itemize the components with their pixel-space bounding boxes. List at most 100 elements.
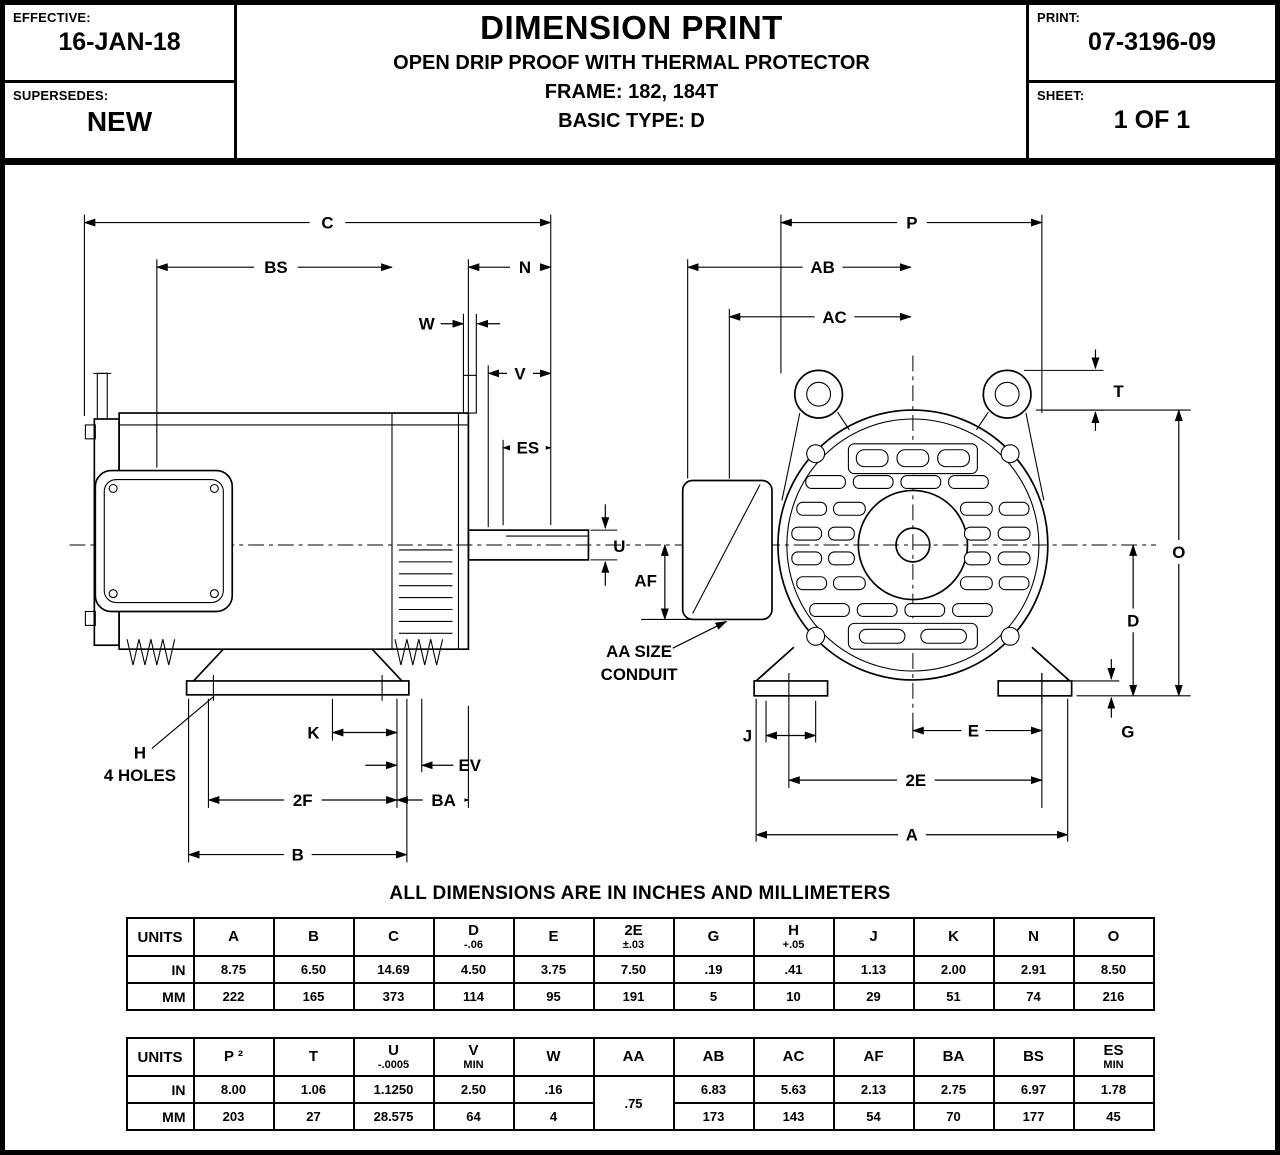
effective-date: 16-JAN-18	[58, 28, 181, 56]
sheet-cell: SHEET: 1 OF 1	[1029, 80, 1275, 158]
col-tolerance: -.0005	[377, 1059, 410, 1072]
col-header: D-.06	[432, 917, 515, 958]
col-header: T	[272, 1037, 355, 1078]
drawing-area: C BS N W V ES	[5, 165, 1275, 875]
value-cell: 4.50	[432, 955, 515, 985]
value-cell: 51	[912, 982, 995, 1012]
supersedes-value: NEW	[86, 106, 153, 137]
col-label: P ²	[224, 1048, 243, 1066]
col-label: AA	[622, 1048, 645, 1066]
print-cell: PRINT: 07-3196-09	[1029, 5, 1275, 80]
col-label: D	[468, 922, 479, 940]
col-header: C	[352, 917, 435, 958]
value-cell: 95	[512, 982, 595, 1012]
dim-label-ac: AC	[822, 308, 846, 327]
dim-label-c: C	[321, 214, 333, 233]
value-cell: 3.75	[512, 955, 595, 985]
row-unit: MM	[125, 1102, 195, 1132]
value-cell: 74	[992, 982, 1075, 1012]
col-header: K	[912, 917, 995, 958]
value-cell: .16	[512, 1075, 595, 1105]
col-label: BS	[1023, 1048, 1044, 1066]
col-header: AA	[592, 1037, 675, 1078]
value-cell: 6.97	[992, 1075, 1075, 1105]
table-row-millimeters: MM 222 165 373 114 95 191 5 10 29 51 74 …	[125, 982, 1155, 1012]
effective-label: EFFECTIVE:	[13, 10, 91, 25]
col-label: V	[468, 1042, 479, 1060]
conduit-note-line1: AA SIZE	[606, 642, 672, 661]
col-header: AC	[752, 1037, 835, 1078]
supersedes-label: SUPERSEDES:	[13, 88, 109, 103]
col-label: K	[948, 928, 959, 946]
col-header: A	[192, 917, 275, 958]
dim-label-j: J	[743, 726, 752, 745]
row-unit: IN	[125, 955, 195, 985]
value-cell: .19	[672, 955, 755, 985]
col-header: P ²	[192, 1037, 275, 1078]
dim-label-g: G	[1121, 722, 1134, 741]
col-label: H	[788, 922, 799, 940]
row-unit: IN	[125, 1075, 195, 1105]
col-header: E	[512, 917, 595, 958]
effective-cell: EFFECTIVE: 16-JAN-18	[5, 5, 234, 80]
col-label: E	[548, 928, 559, 946]
dim-label-af: AF	[634, 572, 656, 591]
col-header: BS	[992, 1037, 1075, 1078]
title-block-right: PRINT: 07-3196-09 SHEET: 1 OF 1	[1029, 5, 1275, 158]
col-label: BA	[942, 1048, 965, 1066]
motor-dimension-drawing: C BS N W V ES	[69, 210, 1191, 867]
value-cell: 2.00	[912, 955, 995, 985]
value-cell: 14.69	[352, 955, 435, 985]
value-cell: 114	[432, 982, 515, 1012]
value-cell: 27	[272, 1102, 355, 1132]
value-cell: 28.575	[352, 1102, 435, 1132]
value-cell: 45	[1072, 1102, 1155, 1132]
value-cell: 70	[912, 1102, 995, 1132]
dim-label-ba: BA	[431, 791, 455, 810]
col-label: W	[546, 1048, 561, 1066]
document-title: DIMENSION PRINT	[480, 9, 783, 46]
col-header: O	[1072, 917, 1155, 958]
value-cell: 4	[512, 1102, 595, 1132]
value-cell: 1.13	[832, 955, 915, 985]
basic-type: BASIC TYPE: D	[558, 110, 705, 132]
col-tolerance: -.06	[464, 939, 483, 952]
sheet-label: SHEET:	[1037, 88, 1085, 103]
table-row-inches: IN 8.75 6.50 14.69 4.50 3.75 7.50 .19 .4…	[125, 955, 1155, 985]
value-cell: 54	[832, 1102, 915, 1132]
col-header: H+.05	[752, 917, 835, 958]
conduit-note-line2: CONDUIT	[601, 665, 678, 684]
end-view-dimensions: P AB AC T O AF	[601, 210, 1191, 847]
value-cell: .41	[752, 955, 835, 985]
table-row-millimeters: MM 203 27 28.575 64 4 173 143 54 70 177 …	[125, 1102, 1155, 1132]
col-tolerance: +.05	[782, 939, 805, 952]
dimensions-note: ALL DIMENSIONS ARE IN INCHES AND MILLIME…	[389, 883, 891, 905]
dim-label-e: E	[968, 722, 979, 741]
dim-label-d: D	[1127, 611, 1139, 630]
col-label: AB	[702, 1048, 725, 1066]
value-cell: 10	[752, 982, 835, 1012]
print-number: 07-3196-09	[1088, 28, 1216, 56]
value-cell: 222	[192, 982, 275, 1012]
value-cell: 143	[752, 1102, 835, 1132]
col-label: A	[228, 928, 239, 946]
table-row-inches: IN 8.00 1.06 1.1250 2.50 .16 .75 6.83 5.…	[125, 1075, 1155, 1132]
value-cell: 191	[592, 982, 675, 1012]
col-header: J	[832, 917, 915, 958]
value-cell: 216	[1072, 982, 1155, 1012]
dim-label-2e: 2E	[906, 771, 927, 790]
dim-label-bs: BS	[264, 258, 287, 277]
dim-label-v: V	[514, 364, 526, 383]
value-cell: 2.75	[912, 1075, 995, 1105]
title-block-center: DIMENSION PRINT OPEN DRIP PROOF WITH THE…	[237, 5, 1029, 158]
value-cell: 1.06	[272, 1075, 355, 1105]
dim-label-2f: 2F	[293, 791, 313, 810]
value-cell: 2.50	[432, 1075, 515, 1105]
dim-label-es: ES	[517, 439, 540, 458]
document-subtitle: OPEN DRIP PROOF WITH THERMAL PROTECTOR	[393, 52, 870, 74]
col-header: G	[672, 917, 755, 958]
col-label: 2E	[624, 922, 643, 940]
value-cell: 1.1250	[352, 1075, 435, 1105]
value-cell: 8.00	[192, 1075, 275, 1105]
